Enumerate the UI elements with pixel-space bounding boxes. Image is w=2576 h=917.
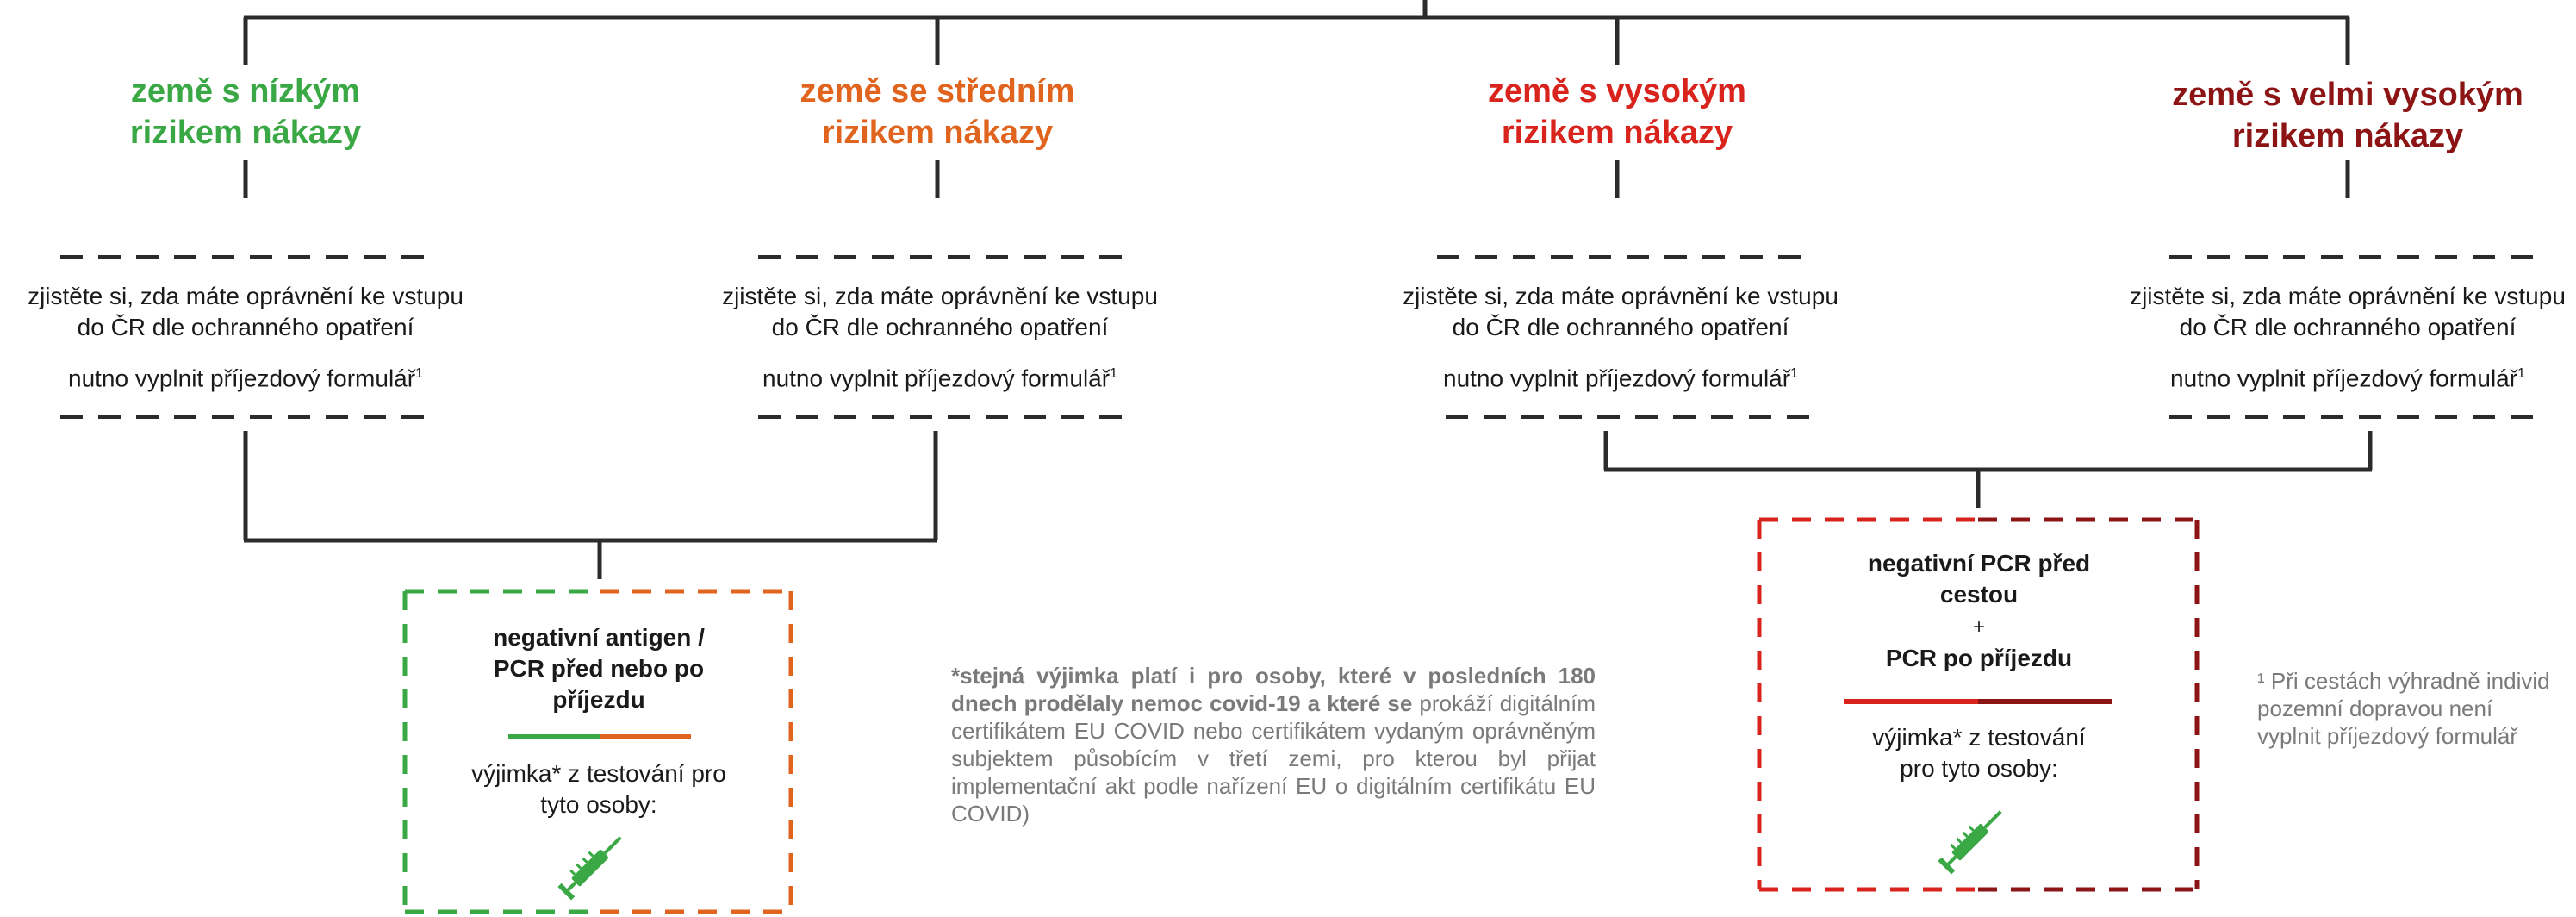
box-title-line: PCR po příjezdu — [1885, 645, 2073, 671]
form-note: nutno vyplnit příjezdový formulář1 — [68, 365, 423, 392]
heading-line: rizikem nákazy — [129, 115, 362, 151]
high-box-border — [1757, 517, 2200, 892]
box-title-line: cestou — [1939, 581, 2019, 608]
heading-line: rizikem nákazy — [821, 115, 1054, 151]
form-note: nutno vyplnit příjezdový formulář1 — [762, 365, 1117, 392]
info-line: do ČR dle ochranného opatření — [1452, 314, 1789, 340]
box-low-medium-exception: výjimka* z testování pro tyto osoby: — [414, 758, 784, 820]
info-line: zjistěte si, zda máte oprávnění ke vstup… — [722, 283, 1158, 309]
heading-low-risk: země s nízkým rizikem nákazy — [73, 71, 418, 153]
heading-line: rizikem nákazy — [1501, 115, 1733, 151]
footnote-line: ¹ Při cestách výhradně individ — [2257, 668, 2550, 694]
exception-line: výjimka* z testování — [1872, 724, 2086, 751]
low-medium-box-border — [402, 589, 793, 917]
heading-line: země s vysokým — [1488, 73, 1746, 109]
info-block-medium: zjistěte si, zda máte oprávnění ke vstup… — [694, 281, 1185, 394]
info-line: do ČR dle ochranného opatření — [77, 314, 414, 340]
form-note: nutno vyplnit příjezdový formulář1 — [2170, 365, 2525, 392]
box-high-content: negativní PCR před cestou + PCR po příje… — [1768, 548, 2190, 674]
box-plus: + — [1972, 615, 1985, 639]
info-line: zjistěte si, zda máte oprávnění ke vstup… — [1403, 283, 1839, 309]
box-high-exception: výjimka* z testování pro tyto osoby: — [1768, 722, 2190, 784]
info-line: do ČR dle ochranného opatření — [2179, 314, 2517, 340]
box-title-line: příjezdu — [552, 686, 645, 713]
footnote-line: vyplnit příjezdový formulář — [2257, 723, 2517, 749]
heading-line: země s nízkým — [130, 73, 361, 109]
box-title-line: negativní PCR před — [1867, 550, 2091, 577]
exception-line: tyto osoby: — [540, 791, 657, 818]
heading-line: země se středním — [800, 73, 1075, 109]
info-line: zjistěte si, zda máte oprávnění ke vstup… — [2130, 283, 2566, 309]
heading-high-risk: země s vysokým rizikem nákazy — [1436, 71, 1798, 153]
heading-very-high-risk: země s velmi vysokým rizikem nákazy — [2137, 74, 2559, 157]
note-bold: *stejná výjimka platí i pro osoby, které… — [951, 663, 1596, 716]
info-line: zjistěte si, zda máte oprávnění ke vstup… — [28, 283, 464, 309]
exception-note: *stejná výjimka platí i pro osoby, které… — [951, 662, 1596, 827]
footnote: ¹ Při cestách výhradně individ pozemní d… — [2257, 667, 2550, 750]
exception-line: pro tyto osoby: — [1900, 755, 2058, 782]
heading-line: země s velmi vysokým — [2172, 77, 2523, 113]
info-line: do ČR dle ochranného opatření — [771, 314, 1109, 340]
syringe-icon — [1938, 810, 2002, 875]
box-low-medium-content: negativní antigen / PCR před nebo po pří… — [414, 622, 784, 715]
footnote-line: pozemní dopravou není — [2257, 696, 2493, 721]
exception-line: výjimka* z testování pro — [471, 760, 726, 787]
heading-medium-risk: země se středním rizikem nákazy — [748, 71, 1127, 153]
info-block-very-high: zjistěte si, zda máte oprávnění ke vstup… — [2102, 281, 2576, 394]
heading-line: rizikem nákazy — [2231, 118, 2464, 154]
box-title-line: PCR před nebo po — [493, 655, 705, 682]
syringe-icon — [557, 836, 622, 901]
box-title-line: negativní antigen / — [493, 624, 705, 651]
form-note: nutno vyplnit příjezdový formulář1 — [1443, 365, 1798, 392]
info-block-high: zjistěte si, zda máte oprávnění ke vstup… — [1375, 281, 1866, 394]
info-block-low: zjistěte si, zda máte oprávnění ke vstup… — [0, 281, 491, 394]
note-regular: prokáží digitálním certifikátem EU COVID… — [951, 690, 1596, 827]
